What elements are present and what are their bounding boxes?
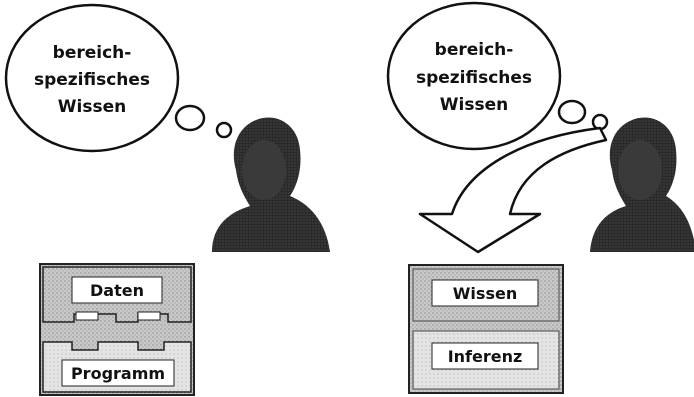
left-bubble-line-2: spezifisches [34,70,150,90]
left-box-bottom-label: Programm [71,364,165,383]
left-box-top-label: Daten [90,281,144,300]
left-bubble-line-1: bereich- [53,43,132,63]
right-person-icon [590,117,694,252]
right-thought-bubble: bereich- spezifisches Wissen [386,1,609,151]
right-panel: bereich- spezifisches Wissen Wissen Infe… [386,1,694,394]
left-person-icon [212,117,330,252]
left-thought-bubble: bereich- spezifisches Wissen [4,3,233,153]
left-bubble-line-3: Wissen [58,97,126,117]
right-bubble-line-1: bereich- [435,40,514,60]
left-program-box: Daten Programm [39,263,195,396]
right-box-top-label: Wissen [453,284,517,303]
left-panel: bereich- spezifisches Wissen Daten Progr… [4,3,330,396]
curved-arrow-icon [418,126,608,254]
right-box-bottom-label: Inferenz [448,347,523,366]
right-bubble-line-2: spezifisches [416,68,532,88]
right-bubble-line-3: Wissen [440,95,508,115]
right-knowledge-box: Wissen Inferenz [408,264,564,394]
